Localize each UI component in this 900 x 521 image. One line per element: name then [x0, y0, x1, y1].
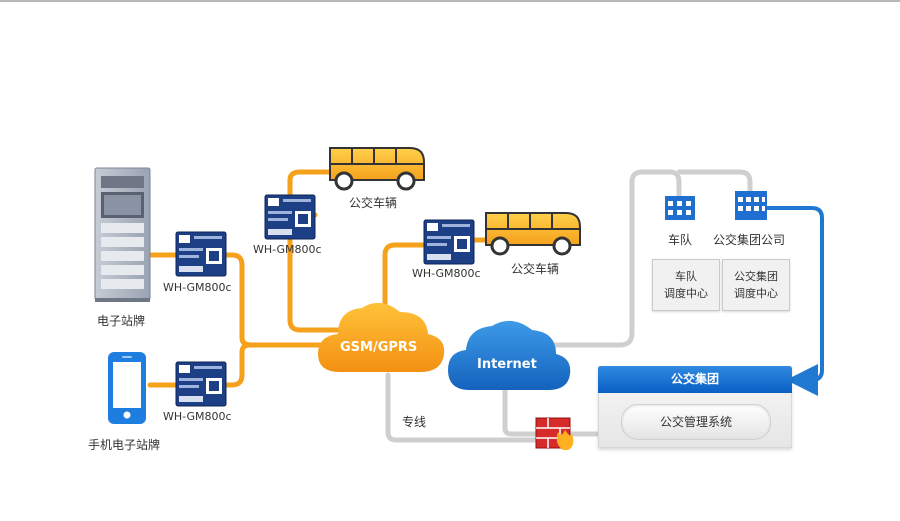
- bus-group-title: 公交集团: [598, 366, 792, 393]
- module-chip-icon: [175, 361, 227, 407]
- mobile-phone-icon: [108, 352, 146, 424]
- dedicated-line-label: 专线: [402, 415, 427, 429]
- fleet-label: 车队: [668, 233, 693, 247]
- fleet-dispatch-center: 车队 调度中心: [652, 259, 720, 311]
- module-label: WH-GM800c: [253, 243, 322, 256]
- gsm-cloud-label: GSM/GPRS: [340, 340, 418, 355]
- gsm-cloud-icon: [318, 302, 445, 372]
- blue-arrow-link: [767, 206, 824, 396]
- dispatch-line: 车队: [675, 270, 697, 283]
- bus-label: 公交车辆: [511, 262, 560, 276]
- top-divider: [0, 0, 900, 2]
- bus-icon: [485, 212, 581, 256]
- station-kiosk-icon: [94, 167, 151, 302]
- module-label: WH-GM800c: [163, 410, 232, 423]
- module-label: WH-GM800c: [163, 281, 232, 294]
- module-chip-icon: [264, 194, 316, 240]
- mobile-station-label: 手机电子站牌: [88, 438, 161, 452]
- building-icon: [665, 196, 695, 220]
- building-icon: [735, 191, 767, 220]
- management-system-pill: 公交管理系统: [621, 404, 771, 440]
- dispatch-line: 公交集团: [734, 270, 778, 283]
- bus-label: 公交车辆: [349, 196, 398, 210]
- gray-links: [385, 169, 753, 443]
- internet-cloud-icon: [448, 320, 571, 390]
- company-dispatch-center: 公交集团 调度中心: [722, 259, 790, 311]
- firewall-icon: [535, 417, 574, 450]
- dispatch-line: 调度中心: [734, 287, 778, 300]
- bus-icon: [329, 147, 425, 191]
- module-chip-icon: [175, 231, 227, 277]
- internet-cloud-label: Internet: [477, 357, 537, 372]
- station-label: 电子站牌: [97, 314, 146, 328]
- module-chip-icon: [423, 219, 475, 265]
- dispatch-line: 调度中心: [664, 287, 708, 300]
- bus-company-label: 公交集团公司: [713, 233, 786, 247]
- module-label: WH-GM800c: [412, 267, 481, 280]
